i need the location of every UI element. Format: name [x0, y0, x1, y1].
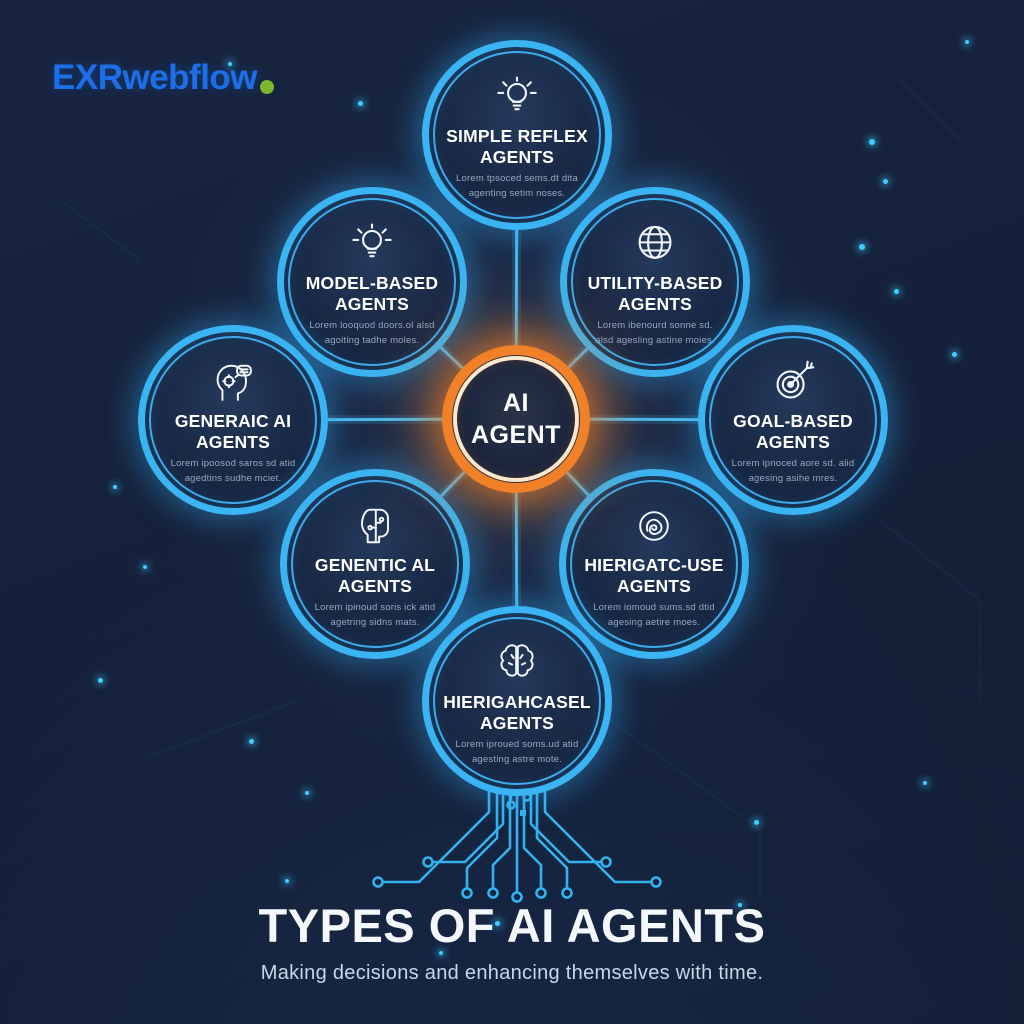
decorative-dot: [859, 244, 865, 250]
brand-logo: EXRwebflow: [52, 58, 275, 98]
node-description: Lorem iproued soms.ud atid agesting astr…: [455, 739, 579, 765]
center-label: AGENT: [471, 421, 561, 449]
decorative-dot: [869, 139, 875, 145]
node-title: UTILITY-BASED: [587, 273, 723, 294]
node-description: Lorem ipoosod saros sd atid agedtins sud…: [170, 458, 296, 484]
node-title: AGENTS: [334, 293, 410, 314]
decorative-dot: [305, 791, 309, 795]
node-title: AGENTS: [616, 575, 692, 596]
lightbulb-icon: [491, 71, 543, 123]
decorative-dot: [98, 678, 103, 683]
decorative-dot: [285, 879, 289, 883]
decorative-dot: [894, 289, 899, 294]
node-description: Lorem ipnoced aore sd. alid agesing asih…: [731, 458, 855, 484]
center-label: AI: [503, 388, 529, 417]
head-gear-icon: [207, 356, 259, 408]
node-title: SIMPLE REFLEX: [446, 126, 588, 147]
decorative-dot: [495, 921, 500, 926]
node-title: AGENTS: [337, 575, 413, 596]
decorative-dot: [143, 565, 147, 569]
node-title: HIERIGATC-USE: [584, 555, 724, 576]
node-simple-reflex-agents: SIMPLE REFLEX AGENTS Lorem tpsoced sems.…: [422, 40, 612, 230]
decorative-dot: [883, 179, 888, 184]
node-title: HIERIGAHCASEL: [443, 692, 591, 713]
decorative-dot: [358, 101, 363, 106]
node-genentic-al-agents: GENENTIC AL AGENTS Lorem ipinoud soris i…: [280, 469, 470, 659]
node-goal-based-agents: GOAL-BASED AGENTS Lorem ipnoced aore sd.…: [698, 325, 888, 515]
node-description: Lorem tpsoced sems.dt dita agenting seti…: [456, 173, 578, 199]
node-hierigahcasel-agents: HIERIGAHCASEL AGENTS Lorem iproued soms.…: [422, 606, 612, 796]
node-model-based-agents: MODEL-BASED AGENTS Lorem looquod doors.o…: [277, 187, 467, 377]
target-icon: [767, 356, 819, 408]
brain-icon: [491, 637, 543, 689]
decorative-dot: [754, 820, 759, 825]
node-title: MODEL-BASED: [305, 273, 439, 294]
circuit-head-icon: [349, 500, 401, 552]
node-hierigatc-use-agents: HIERIGATC-USE AGENTS Lorem iomoud sums.s…: [559, 469, 749, 659]
decorative-dot: [228, 62, 232, 66]
page-title: TYPES OF AI AGENTS: [258, 899, 766, 952]
knot-brain-icon: [628, 500, 680, 552]
footer: TYPES OF AI AGENTS Making decisions and …: [0, 898, 1024, 985]
node-title: AGENTS: [479, 146, 555, 167]
decorative-dot: [738, 903, 742, 907]
node-description: Lorem ipinoud soris ick atid agetring si…: [314, 602, 436, 628]
decorative-dot: [965, 40, 969, 44]
node-title: GENERAIC AI: [174, 411, 292, 432]
node-description: Lorem iomoud sums.sd dtid agesing aetire…: [593, 602, 715, 628]
page-subtitle: Making decisions and enhancing themselve…: [260, 962, 764, 984]
decorative-dot: [249, 739, 254, 744]
brand-logo-text: EXRwebflow: [52, 58, 258, 97]
node-description: Lorem ibenourd sonne sd. alsd agesling a…: [595, 320, 715, 346]
brand-logo-dot-icon: [260, 80, 275, 94]
decorative-dot: [923, 781, 927, 785]
decorative-dot: [113, 485, 117, 489]
node-title: AGENTS: [617, 293, 693, 314]
lightbulb-icon: [346, 218, 398, 270]
node-title: AGENTS: [755, 431, 831, 452]
node-description: Lorem looquod doors.ol alsd agoiting tad…: [309, 320, 435, 346]
node-title: AGENTS: [195, 431, 271, 452]
decorative-dot: [439, 951, 443, 955]
center-ai-agent-node: AI AGENT: [442, 345, 590, 493]
node-title: GOAL-BASED: [733, 411, 853, 432]
globe-icon: [629, 218, 681, 270]
node-title: GENENTIC AL: [314, 555, 436, 576]
node-generaic-ai-agents: GENERAIC AI AGENTS Lorem ipoosod saros s…: [138, 325, 328, 515]
node-utility-based-agents: UTILITY-BASED AGENTS Lorem ibenourd sonn…: [560, 187, 750, 377]
circuit-tree-icon: [372, 780, 662, 903]
decorative-dot: [952, 352, 957, 357]
node-title: AGENTS: [479, 712, 555, 733]
